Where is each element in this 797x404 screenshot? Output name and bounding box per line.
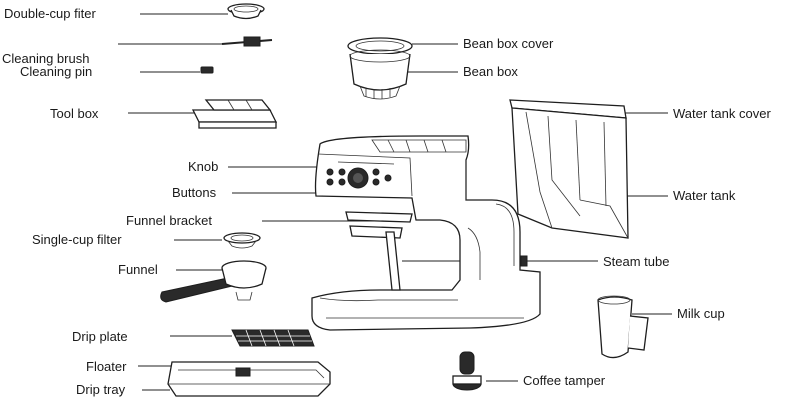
label-double-cup-filter: Double-cup fiter [4, 6, 96, 21]
drip-plate-drawing [231, 329, 315, 347]
label-funnel-bracket: Funnel bracket [126, 213, 212, 228]
label-knob: Knob [188, 159, 219, 174]
label-tool-box: Tool box [50, 106, 99, 121]
cleaning-brush-drawing [221, 36, 273, 47]
water-tank-drawing [509, 99, 629, 239]
label-water-tank: Water tank [673, 188, 736, 203]
label-cleaning-brush: Cleaning brush [2, 51, 90, 66]
label-water-tank-cover: Water tank cover [673, 106, 771, 121]
label-drip-plate: Drip plate [72, 329, 128, 344]
label-bean-box-cover: Bean box cover [463, 36, 554, 51]
funnel-drawing [160, 260, 267, 303]
single-cup-filter-drawing [223, 232, 261, 249]
drip-tray-drawing [167, 361, 331, 397]
label-drip-tray: Drip tray [76, 382, 126, 397]
label-buttons: Buttons [172, 185, 217, 200]
label-cleaning-pin: Cleaning pin [20, 64, 93, 79]
cleaning-pin-drawing [200, 66, 214, 74]
label-milk-cup: Milk cup [677, 306, 725, 321]
milk-cup-drawing [597, 295, 649, 359]
bean-box-drawing [347, 37, 413, 100]
machine-body-drawing [311, 135, 541, 331]
label-steam-tube: Steam tube [603, 254, 670, 269]
label-coffee-tamper: Coffee tamper [523, 373, 606, 388]
label-floater: Floater [86, 359, 127, 374]
label-bean-box: Bean box [463, 64, 518, 79]
label-funnel: Funnel [118, 262, 158, 277]
label-single-cup-filter: Single-cup filter [32, 232, 122, 247]
funnel-bracket-drawing [345, 211, 413, 291]
coffee-tamper-drawing [452, 351, 482, 391]
double-cup-filter-drawing [227, 3, 265, 20]
tool-box-drawing [191, 99, 278, 129]
control-panel-drawing [326, 161, 395, 189]
